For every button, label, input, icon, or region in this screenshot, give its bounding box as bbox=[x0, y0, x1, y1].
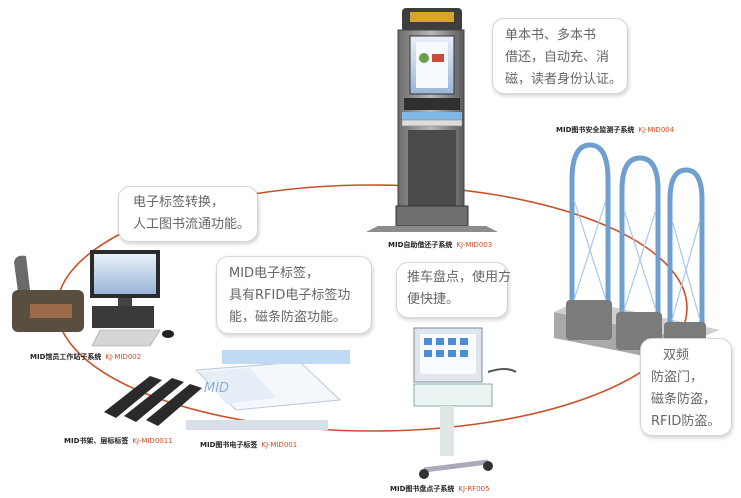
callout-line: 推车盘点，使用方 bbox=[407, 270, 512, 285]
callout-line: 磁，读者身份认证。 bbox=[505, 72, 623, 87]
callout-line: 借还，自动充、消 bbox=[505, 50, 610, 65]
self-service-kiosk-icon bbox=[366, 8, 498, 232]
label-brand-text: MID bbox=[204, 381, 229, 396]
callout-line: 双频 bbox=[663, 348, 690, 363]
book-label-card-icon: MID bbox=[186, 350, 350, 430]
callout-line: 便快捷。 bbox=[407, 292, 460, 307]
callout-line: MID电子标签， bbox=[229, 266, 320, 281]
callout-line: 单本书、多本书 bbox=[505, 28, 597, 43]
callout-book-label: MID电子标签， 具有RFID电子标签功 能，磁条防盗功能。 bbox=[216, 256, 372, 334]
caption-workstation-name: MID馆员工作站子系统 bbox=[30, 353, 102, 361]
callout-self-service: 单本书、多本书 借还，自动充、消 磁，读者身份认证。 bbox=[492, 18, 628, 94]
callout-line: 防盗门， bbox=[651, 370, 704, 385]
callout-line: 电子标签转换， bbox=[133, 195, 225, 210]
caption-shelf-label-name: MID书架、层标标签 bbox=[64, 437, 129, 445]
caption-workstation-code: KJ-MID002 bbox=[105, 353, 142, 361]
caption-inventory-name: MID图书盘点子系统 bbox=[390, 485, 455, 493]
inventory-cart-icon bbox=[413, 327, 517, 479]
callout-line: RFID防盗。 bbox=[651, 414, 721, 429]
callout-line: 具有RFID电子标签功 bbox=[229, 288, 351, 303]
librarian-workstation-icon bbox=[12, 250, 174, 347]
caption-self-service-name: MID自助借还子系统 bbox=[388, 241, 453, 249]
callout-inventory: 推车盘点，使用方 便快捷。 bbox=[396, 262, 512, 318]
security-gates-icon bbox=[554, 142, 720, 366]
caption-book-label-code: KJ-MID001 bbox=[261, 441, 298, 449]
callout-line: 磁条防盗， bbox=[651, 392, 717, 407]
caption-inventory-code: KJ-RF005 bbox=[458, 485, 490, 493]
caption-security-name: MID图书安全监测子系统 bbox=[556, 126, 635, 134]
caption-shelf-label-code: KJ-MID0011 bbox=[132, 437, 173, 445]
callout-security: 双频 防盗门， 磁条防盗， RFID防盗。 bbox=[640, 338, 732, 436]
callout-line: 能，磁条防盗功能。 bbox=[229, 310, 347, 325]
caption-book-label-name: MID图书电子标签 bbox=[200, 441, 258, 449]
shelf-label-strips-icon bbox=[104, 376, 202, 426]
caption-self-service-code: KJ-MID003 bbox=[456, 241, 493, 249]
caption-security-code: KJ-MID004 bbox=[638, 126, 675, 134]
callout-line: 人工图书流通功能。 bbox=[133, 217, 251, 232]
callout-workstation: 电子标签转换， 人工图书流通功能。 bbox=[118, 186, 258, 242]
